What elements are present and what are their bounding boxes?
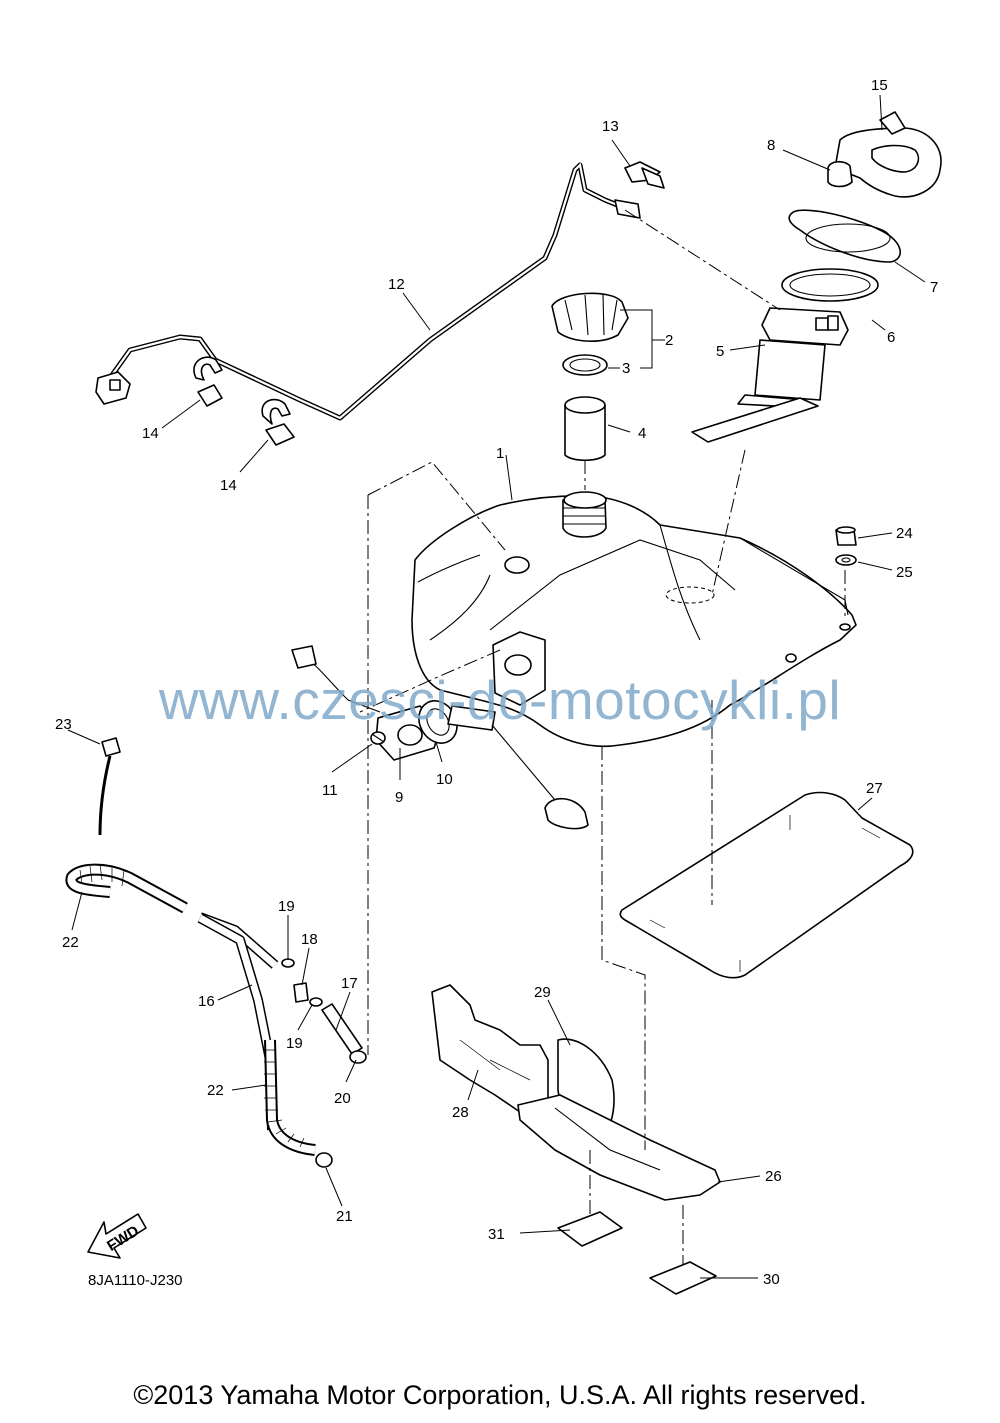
part-11-screw: [370, 731, 386, 745]
callout-28: 28: [452, 1104, 469, 1121]
part-28-side-guard: [431, 984, 549, 1113]
callout-14a: 14: [142, 425, 159, 442]
part-3-cap-gasket: [562, 354, 608, 376]
callout-24: 24: [896, 525, 913, 542]
part-14-clamp-upper: [193, 356, 223, 407]
callout-7: 7: [930, 279, 938, 296]
callout-13: 13: [602, 118, 619, 135]
callout-23: 23: [55, 716, 72, 733]
callout-12: 12: [388, 276, 405, 293]
callout-30: 30: [763, 1271, 780, 1288]
part-24-bolt: [835, 526, 857, 546]
forward-direction-arrow: FWD: [87, 1213, 147, 1259]
part-4-filler-strainer: [564, 396, 606, 462]
callout-1: 1: [496, 445, 504, 462]
part-26-under-guard: [517, 1094, 721, 1201]
part-27-protector-sheet: [619, 791, 914, 979]
part-6-o-ring: [781, 268, 879, 302]
callout-10: 10: [436, 771, 453, 788]
callout-25: 25: [896, 564, 913, 581]
watermark-text: www.czesci-do-motocykli.pl: [158, 669, 842, 731]
part-12-hose: [95, 162, 626, 421]
callout-21: 21: [336, 1208, 353, 1225]
callout-31: 31: [488, 1226, 505, 1243]
callout-16: 16: [198, 993, 215, 1010]
callout-22b: 22: [207, 1082, 224, 1099]
assembly-lines: [359, 209, 846, 1265]
callout-22a: 22: [62, 934, 79, 951]
callout-8: 8: [767, 137, 775, 154]
diagram-code: 8JA1110-J230: [88, 1272, 183, 1289]
callout-18: 18: [301, 931, 318, 948]
callout-4: 4: [638, 425, 646, 442]
part-15-retainer-ring: [834, 111, 942, 198]
part-7-gasket-plate: [788, 209, 901, 263]
callout-15: 15: [871, 77, 888, 94]
callout-27: 27: [866, 780, 883, 797]
callout-17: 17: [341, 975, 358, 992]
callout-20: 20: [334, 1090, 351, 1107]
part-21-clamp: [315, 1152, 333, 1168]
callout-19b: 19: [286, 1035, 303, 1052]
part-25-washer: [835, 554, 857, 566]
part-19-clip-upper: [281, 958, 295, 968]
callout-6: 6: [887, 329, 895, 346]
callout-11: 11: [322, 782, 338, 799]
callout-5: 5: [716, 343, 724, 360]
part-31-pad: [557, 1211, 623, 1247]
callout-labels: 1 2 3 4 5 6 7 8 9 10 11 12 13 14 14 15 1…: [55, 77, 938, 1288]
part-10-sender-gasket: [418, 700, 458, 744]
part-8-cap: [827, 160, 853, 188]
part-18-fitting: [293, 982, 309, 1003]
part-14-clamp-lower: [261, 398, 295, 446]
callout-29: 29: [534, 984, 551, 1001]
part-20-clamp: [349, 1050, 367, 1064]
part-1-fuel-tank: [411, 491, 857, 748]
part-17-short-hose: [321, 1003, 363, 1055]
leader-lines: [67, 94, 926, 1279]
copyright-notice: ©2013 Yamaha Motor Corporation, U.S.A. A…: [133, 1380, 867, 1410]
part-2-fuel-cap: [551, 292, 629, 342]
callout-26: 26: [765, 1168, 782, 1185]
callout-14b: 14: [220, 477, 237, 494]
callout-2: 2: [665, 332, 673, 349]
part-22-protector-upper: [65, 863, 188, 914]
fuel-level-float: [447, 705, 589, 830]
callout-9: 9: [395, 789, 403, 806]
part-23-cable-tie: [98, 737, 121, 836]
part-13-connector: [614, 161, 665, 219]
part-5-fuel-pump: [691, 307, 849, 443]
part-22-protector-lower: [264, 1039, 316, 1156]
part-30-pad: [649, 1261, 717, 1295]
part-19-clip-lower: [309, 997, 323, 1007]
callout-19a: 19: [278, 898, 295, 915]
callout-3: 3: [622, 360, 630, 377]
